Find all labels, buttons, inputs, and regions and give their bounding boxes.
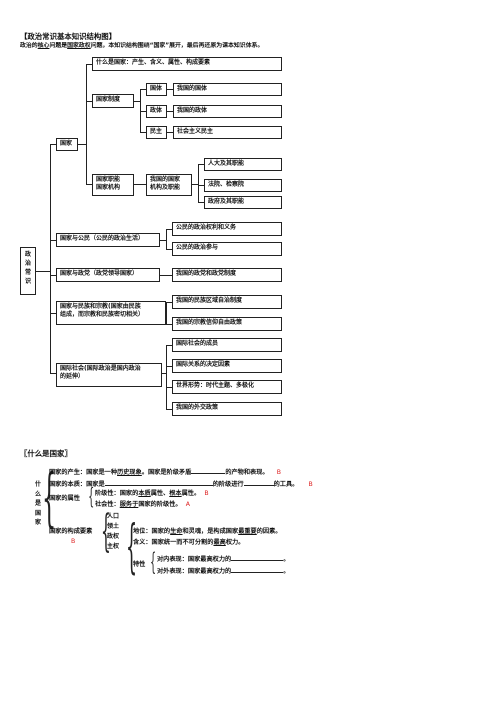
label-goucheng: 国家的构成要素 xyxy=(49,528,93,535)
node-guoti-r: 我国的国体 xyxy=(173,83,282,96)
node-what-is: 什么是国家：产生、含义、属性、构成要素 xyxy=(92,57,282,71)
label-shuxing: 国家的属性 xyxy=(49,495,80,502)
node-zd-r: 我国的政党和政党制度 xyxy=(172,268,282,282)
brace-goucheng: { xyxy=(101,506,111,557)
node-gj-r1: 国际社会的成员 xyxy=(172,338,282,352)
node-gj: 国际社会(国际政治是国内政治的延伸） xyxy=(56,363,162,387)
node-mz-r2: 我国的宗教信仰自由政策 xyxy=(172,317,282,331)
node-mz: 国家与民族和宗教(国家由民族组成，而宗教和民族密切相关） xyxy=(56,301,166,325)
section2-title: 〖什么是国家〗 xyxy=(20,449,72,458)
line-hanyi: 含义：国家统一而不可分割的最高权力。 xyxy=(133,539,245,546)
label-texing: 特性 xyxy=(133,561,146,568)
line-shehuixing: 社会性：服务于国家的阶级性。 A xyxy=(95,501,191,508)
node-gm-r1: 公民的政治权利和义务 xyxy=(172,222,282,236)
node-fy: 法院、检察院 xyxy=(204,179,282,192)
node-gj-r2: 国际关系的决定因素 xyxy=(172,359,282,373)
node-rd: 人大及其职能 xyxy=(204,158,282,171)
node-zhidu: 国家制度 xyxy=(92,94,134,108)
brace-shuxing: { xyxy=(88,485,95,510)
brace-main: { xyxy=(42,461,57,535)
page-title: 【政治常识基本知识结构图】 xyxy=(20,32,117,41)
node-jigou: 国家职能国家机构 xyxy=(92,174,134,196)
line-duiwai: 对外表现：国家最高权力的。 xyxy=(157,568,290,575)
node-minzhu: 民主 xyxy=(146,126,167,139)
node-zf: 政府及其职能 xyxy=(204,196,282,209)
section2-vertical-label: 什么是国家 xyxy=(34,481,41,526)
node-zhengti: 政体 xyxy=(146,105,167,118)
root-box: 政治常识 xyxy=(20,247,36,295)
node-gj-r3: 世界形势：时代主题、多极化 xyxy=(172,380,282,394)
node-guojia: 国家 xyxy=(56,138,78,151)
node-mz-r1: 我国的民族区域自治制度 xyxy=(172,295,282,309)
node-guoti: 国体 xyxy=(146,83,167,96)
node-gm: 国家与公民（公民的政治生活） xyxy=(56,233,160,247)
line-jiejixing: 阶级性：国家的本质属性、根本属性。 B xyxy=(95,490,209,497)
line-chansheng: 国家的产生：国家是一种历史现象。国家是阶级矛盾的产物和表现。 B xyxy=(49,469,282,476)
node-zd: 国家与政党（政党领导国家） xyxy=(56,268,160,282)
brace-texing: { xyxy=(150,548,157,576)
node-mine: 我国的国家机构及职能 xyxy=(146,174,192,196)
intro-text: 政治的核心问题是国家政权问题，本知识结构围绕“国家”展开，最后再还原为课本知识体… xyxy=(20,43,264,49)
yaosu-list: 人口领土政权主权 xyxy=(107,513,120,550)
node-zhengti-r: 我国的政体 xyxy=(173,105,282,118)
line-duinei: 对内表现：国家最高权力的。 xyxy=(157,556,290,563)
node-gj-r4: 我国的外交政策 xyxy=(172,402,282,416)
line-diwei: 地位：国家的生命和灵魂，是构成国家最重要的因素。 xyxy=(133,528,282,535)
goucheng-mark: B xyxy=(71,538,76,545)
node-minzhu-r: 社会主义民主 xyxy=(173,126,282,139)
node-gm-r2: 公民的政治参与 xyxy=(172,242,282,256)
brace-zhuquan: { xyxy=(126,512,138,580)
line-benzhi: 国家的本质：国家是的阶级进行的工具。 B xyxy=(49,481,313,488)
